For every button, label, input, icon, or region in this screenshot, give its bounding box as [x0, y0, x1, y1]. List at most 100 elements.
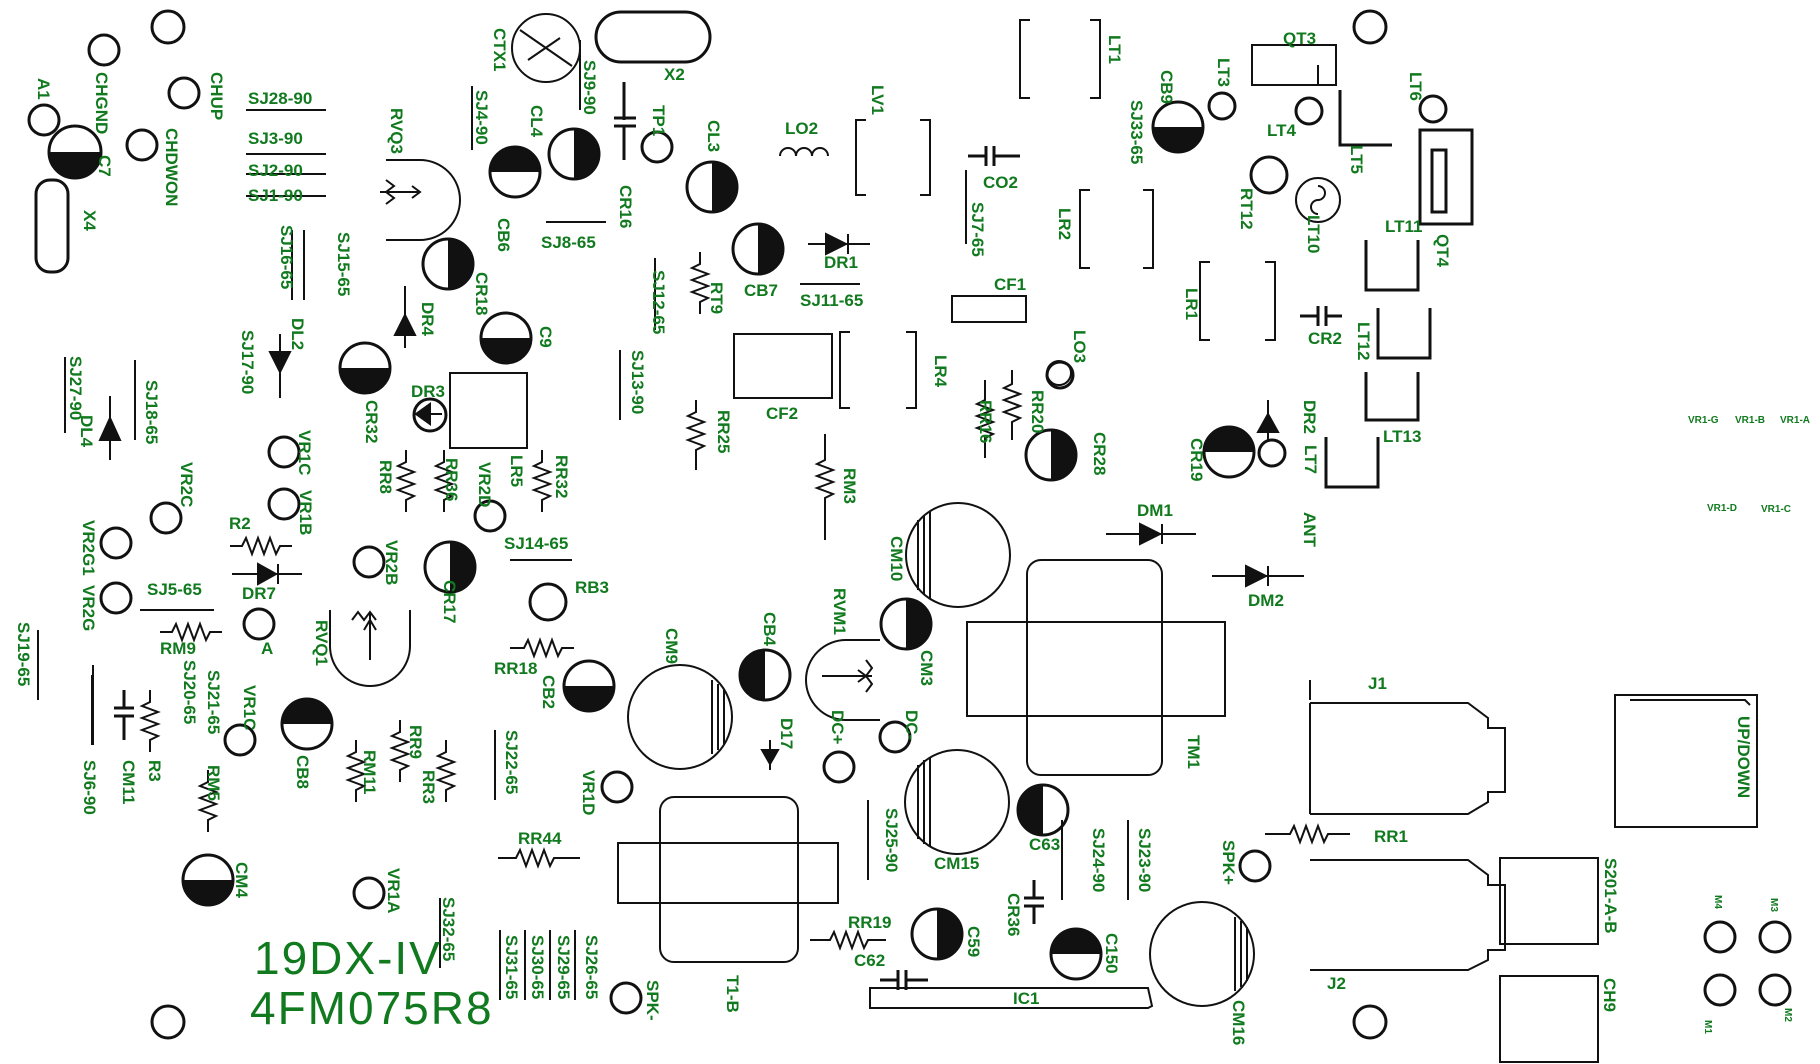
label-sj4: SJ4-90: [472, 90, 491, 145]
label-lt12: LT12: [1354, 322, 1373, 361]
label-j1: J1: [1368, 674, 1387, 693]
label-lr2: LR2: [1055, 208, 1074, 241]
label-vr1-b: VR1-B: [1735, 415, 1766, 426]
label-dr7: DR7: [242, 584, 277, 603]
label-sj31: SJ31-65: [502, 935, 521, 1000]
label-s201: S201-A-B: [1601, 858, 1620, 934]
label-t1b: T1-B: [723, 975, 742, 1013]
label-ctx1: CTX1: [490, 28, 509, 72]
label-rm9: RM9: [160, 639, 196, 658]
label-sj11: SJ11-65: [800, 291, 864, 310]
label-c63: C63: [1029, 835, 1061, 854]
label-sj3: SJ3-90: [248, 129, 303, 148]
pots: [329, 159, 880, 721]
label-rr3: RR3: [419, 770, 438, 805]
label-c59: C59: [964, 926, 983, 958]
label-sj16: SJ16-65: [277, 225, 296, 290]
transformer-tm1: [966, 559, 1226, 776]
label-lt3: LT3: [1214, 58, 1233, 87]
label-cm11: CM11: [119, 760, 138, 805]
lt-coils: [1324, 90, 1474, 489]
label-cm16: CM16: [1229, 1000, 1248, 1046]
label-rr19: RR19: [848, 913, 892, 932]
label-tp1: TP1: [649, 105, 668, 137]
label-rm5: RM5: [204, 765, 223, 801]
label-lr1: LR1: [1182, 288, 1201, 321]
crystal-x2: [594, 10, 712, 64]
label-rr1: RR1: [1374, 827, 1409, 846]
label-rt12: RT12: [1237, 188, 1256, 230]
label-lt1: LT1: [1105, 35, 1124, 64]
label-dr3: DR3: [411, 382, 446, 401]
label-r2: R2: [229, 514, 251, 533]
label-vr1d: VR1D: [579, 770, 598, 816]
label-chup: CHUP: [207, 72, 226, 121]
label-vr2c: VR2C: [177, 462, 196, 508]
label-sj13: SJ13-90: [628, 350, 647, 415]
label-c62: C62: [854, 951, 886, 970]
label-sj6: SJ6-90: [80, 760, 99, 815]
label-dcp: DC+: [828, 710, 847, 745]
label-cf2: CF2: [766, 404, 799, 423]
label-tm1: TM1: [1184, 735, 1203, 769]
label-cr17: CR17: [440, 580, 459, 624]
label-vr1c: VR1C: [240, 685, 259, 731]
transformer-t1b: [617, 796, 839, 963]
label-lv1: LV1: [868, 85, 887, 115]
mounting-holes: [150, 9, 1388, 1040]
label-x2: X2: [664, 65, 685, 84]
label-c7: C7: [95, 155, 114, 177]
label-vr2g1: VR2G1: [79, 520, 98, 576]
label-lo2: LO2: [785, 119, 819, 138]
label-lt7: LT7: [1301, 445, 1320, 474]
label-cl4: CL4: [527, 105, 546, 138]
label-updown: UP/DOWN: [1734, 716, 1753, 799]
label-cm15: CM15: [934, 854, 980, 873]
small-caps: [114, 82, 1342, 990]
label-lo3: LO3: [1070, 330, 1089, 364]
label-lt13: LT13: [1383, 427, 1422, 446]
label-cb9: CB9: [1157, 70, 1176, 105]
label-a1: A1: [34, 78, 53, 100]
label-cb8: CB8: [293, 755, 312, 790]
large-capacitors: [627, 502, 1255, 1007]
label-sj12: SJ12-65: [649, 270, 668, 335]
label-cm9: CM9: [662, 628, 681, 664]
crystal-x4: [34, 178, 70, 274]
label-rm11: RM11: [360, 750, 379, 795]
label-sj14: SJ14-65: [504, 534, 569, 553]
label-sj24: SJ24-90: [1089, 828, 1108, 893]
label-dm2: DM2: [1248, 591, 1284, 610]
label-sj1: SJ1-90: [248, 186, 303, 205]
label-lt11: LT11: [1385, 217, 1423, 236]
label-vr1-g: VR1-G: [1688, 415, 1719, 426]
label-cr32: CR32: [362, 400, 381, 444]
label-vr1-d: VR1-D: [1707, 503, 1738, 514]
label-cr28: CR28: [1090, 432, 1109, 476]
label-chdwon: CHDWON: [162, 128, 181, 207]
label-sj29: SJ29-65: [554, 935, 573, 1000]
label-sj15: SJ15-65: [334, 232, 353, 297]
label-cf1: CF1: [994, 275, 1027, 294]
label-rvq3: RVQ3: [387, 108, 406, 154]
label-sj26: SJ26-65: [582, 935, 601, 1000]
board-part-number: 4FM075R8: [250, 982, 494, 1034]
label-sj25: SJ25-90: [882, 808, 901, 873]
label-lt10: LT10: [1304, 215, 1323, 254]
label-vr2g: VR2G: [79, 585, 98, 632]
label-ant: ANT: [1300, 512, 1319, 547]
label-sj2: SJ2-90: [248, 161, 303, 180]
label-ch9: CH9: [1600, 978, 1619, 1013]
label-sj5: SJ5-65: [147, 580, 202, 599]
label-a: A: [261, 639, 274, 658]
label-cr16: CR16: [616, 185, 635, 229]
label-sj7: SJ7-65: [968, 202, 987, 257]
label-co2: CO2: [983, 173, 1018, 192]
label-rb3: RB3: [575, 578, 610, 597]
label-rvq1: RVQ1: [312, 620, 331, 666]
label-rr36: RR36: [442, 458, 461, 502]
label-cr18: CR18: [472, 272, 491, 316]
label-cm10: CM10: [887, 536, 906, 582]
label-dr1: DR1: [824, 253, 859, 272]
label-sj17: SJ17-90: [238, 330, 257, 395]
